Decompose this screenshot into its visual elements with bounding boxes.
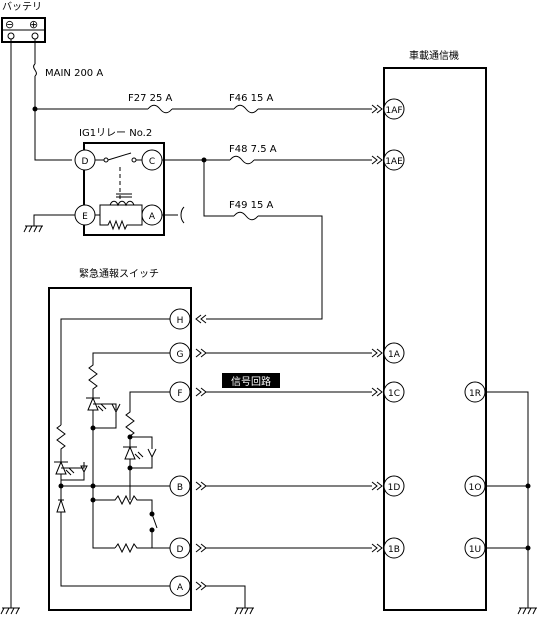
svg-text:H: H: [177, 316, 184, 326]
battery-symbol: ⊖ ⊕: [1, 17, 46, 43]
main-fuse-label: MAIN 200 A: [45, 68, 103, 79]
switch-pin-b: B: [169, 475, 191, 497]
connector-1a-icon: [371, 348, 383, 358]
unit-pin-1d: 1D: [383, 475, 405, 497]
switch-pin-h: H: [169, 308, 191, 330]
ground-icon: [517, 607, 537, 615]
unit-right-ground-wire: [485, 391, 529, 608]
svg-text:B: B: [177, 483, 183, 493]
switch-box: [48, 287, 192, 611]
connector-1d-icon: [371, 481, 383, 491]
junction-dot: [525, 483, 531, 489]
connector-h-icon: [195, 314, 207, 324]
connector-b-icon: [195, 481, 207, 491]
unit-pin-1r: 1R: [464, 381, 486, 403]
switch-pin-a: A: [169, 575, 191, 597]
unit-title: 車載通信機: [409, 49, 459, 62]
connector-1af-icon: [371, 104, 383, 114]
fuse-f49-icon: [233, 211, 259, 221]
junction-dot: [149, 511, 155, 517]
ground-icon: [234, 607, 254, 615]
switch-pin-g: G: [169, 342, 191, 364]
unit-box: [383, 67, 487, 611]
svg-text:D: D: [177, 545, 184, 555]
main-fuse-icon: [33, 63, 37, 77]
unit-pin-1b: 1B: [383, 537, 405, 559]
fuse-f46-label: F46 15 A: [229, 93, 274, 104]
fuse-f49-label: F49 15 A: [229, 200, 274, 211]
switch-ground-wire: [206, 585, 246, 608]
unit-pin-1o: 1O: [464, 475, 486, 497]
signal-label-bg: [222, 373, 280, 388]
unit-pin-1ae: 1AE: [383, 149, 405, 171]
junction-dot: [90, 497, 96, 503]
relay-contact-switch: [94, 152, 142, 200]
battery-plus-icon: ⊕: [29, 18, 38, 31]
svg-text:G: G: [177, 350, 184, 360]
svg-text:D: D: [82, 157, 89, 167]
relay-pin-a: A: [141, 204, 163, 226]
svg-text:A: A: [149, 212, 156, 222]
svg-text:F: F: [177, 389, 182, 399]
fuse-f27-icon: [147, 104, 173, 114]
relay-pin-e: E: [74, 204, 96, 226]
relay-ground-wire: [33, 214, 75, 226]
svg-text:1A: 1A: [388, 350, 401, 360]
switch-pin-f: F: [169, 381, 191, 403]
unit-pin-1u: 1U: [464, 537, 486, 559]
svg-text:C: C: [149, 157, 155, 167]
relay-title: IG1リレー No.2: [79, 128, 152, 139]
switch-pin-d: D: [169, 537, 191, 559]
ground-icon: [0, 607, 20, 615]
junction-dot: [525, 545, 531, 551]
signal-label: 信号回路: [231, 375, 271, 388]
ground-icon: [23, 225, 43, 233]
battery-label: バッテリ: [2, 1, 42, 13]
connector-g-icon: [195, 348, 207, 358]
svg-text:E: E: [82, 212, 88, 222]
svg-text:1C: 1C: [388, 389, 400, 399]
open-end-icon: [180, 206, 185, 224]
relay-coil-icon: [94, 193, 148, 231]
junction-dot: [127, 465, 133, 471]
svg-text:1O: 1O: [469, 483, 482, 493]
connector-1ae-icon: [371, 155, 383, 165]
svg-text:1D: 1D: [388, 483, 401, 493]
wire-f49-b: [206, 215, 323, 320]
fuse-f27-label: F27 25 A: [128, 93, 173, 104]
unit-pin-1af: 1AF: [383, 98, 405, 120]
switch-title: 緊急通報スイッチ: [79, 267, 159, 280]
connector-d-icon: [195, 543, 207, 553]
junction-dot: [90, 483, 96, 489]
wire-f49-a: [203, 160, 234, 217]
svg-text:1R: 1R: [469, 389, 481, 399]
connector-a-icon: [195, 581, 207, 591]
svg-text:A: A: [177, 583, 184, 593]
battery-minus-icon: ⊖: [5, 18, 14, 31]
junction-dot: [127, 434, 133, 440]
connector-1c-icon: [371, 387, 383, 397]
unit-pin-1a: 1A: [383, 342, 405, 364]
connector-1b-icon: [371, 543, 383, 553]
connector-f-icon: [195, 387, 207, 397]
relay-pin-d: D: [74, 149, 96, 171]
relay-pin-c: C: [141, 149, 163, 171]
fuse-f48-icon: [229, 155, 255, 165]
svg-text:1U: 1U: [469, 545, 481, 555]
svg-text:1AF: 1AF: [385, 106, 402, 116]
junction-dot: [149, 527, 155, 533]
main-wire: [34, 76, 72, 161]
junction-dot: [58, 483, 64, 489]
unit-pin-1c: 1C: [383, 381, 405, 403]
svg-text:1AE: 1AE: [385, 157, 403, 167]
relay-box: [83, 142, 165, 236]
switch-internal-circuit: [54, 318, 170, 587]
svg-text:1B: 1B: [388, 545, 400, 555]
junction-dot: [90, 425, 96, 431]
fuse-f46-icon: [233, 104, 259, 114]
fuse-f48-label: F48 7.5 A: [229, 144, 277, 155]
